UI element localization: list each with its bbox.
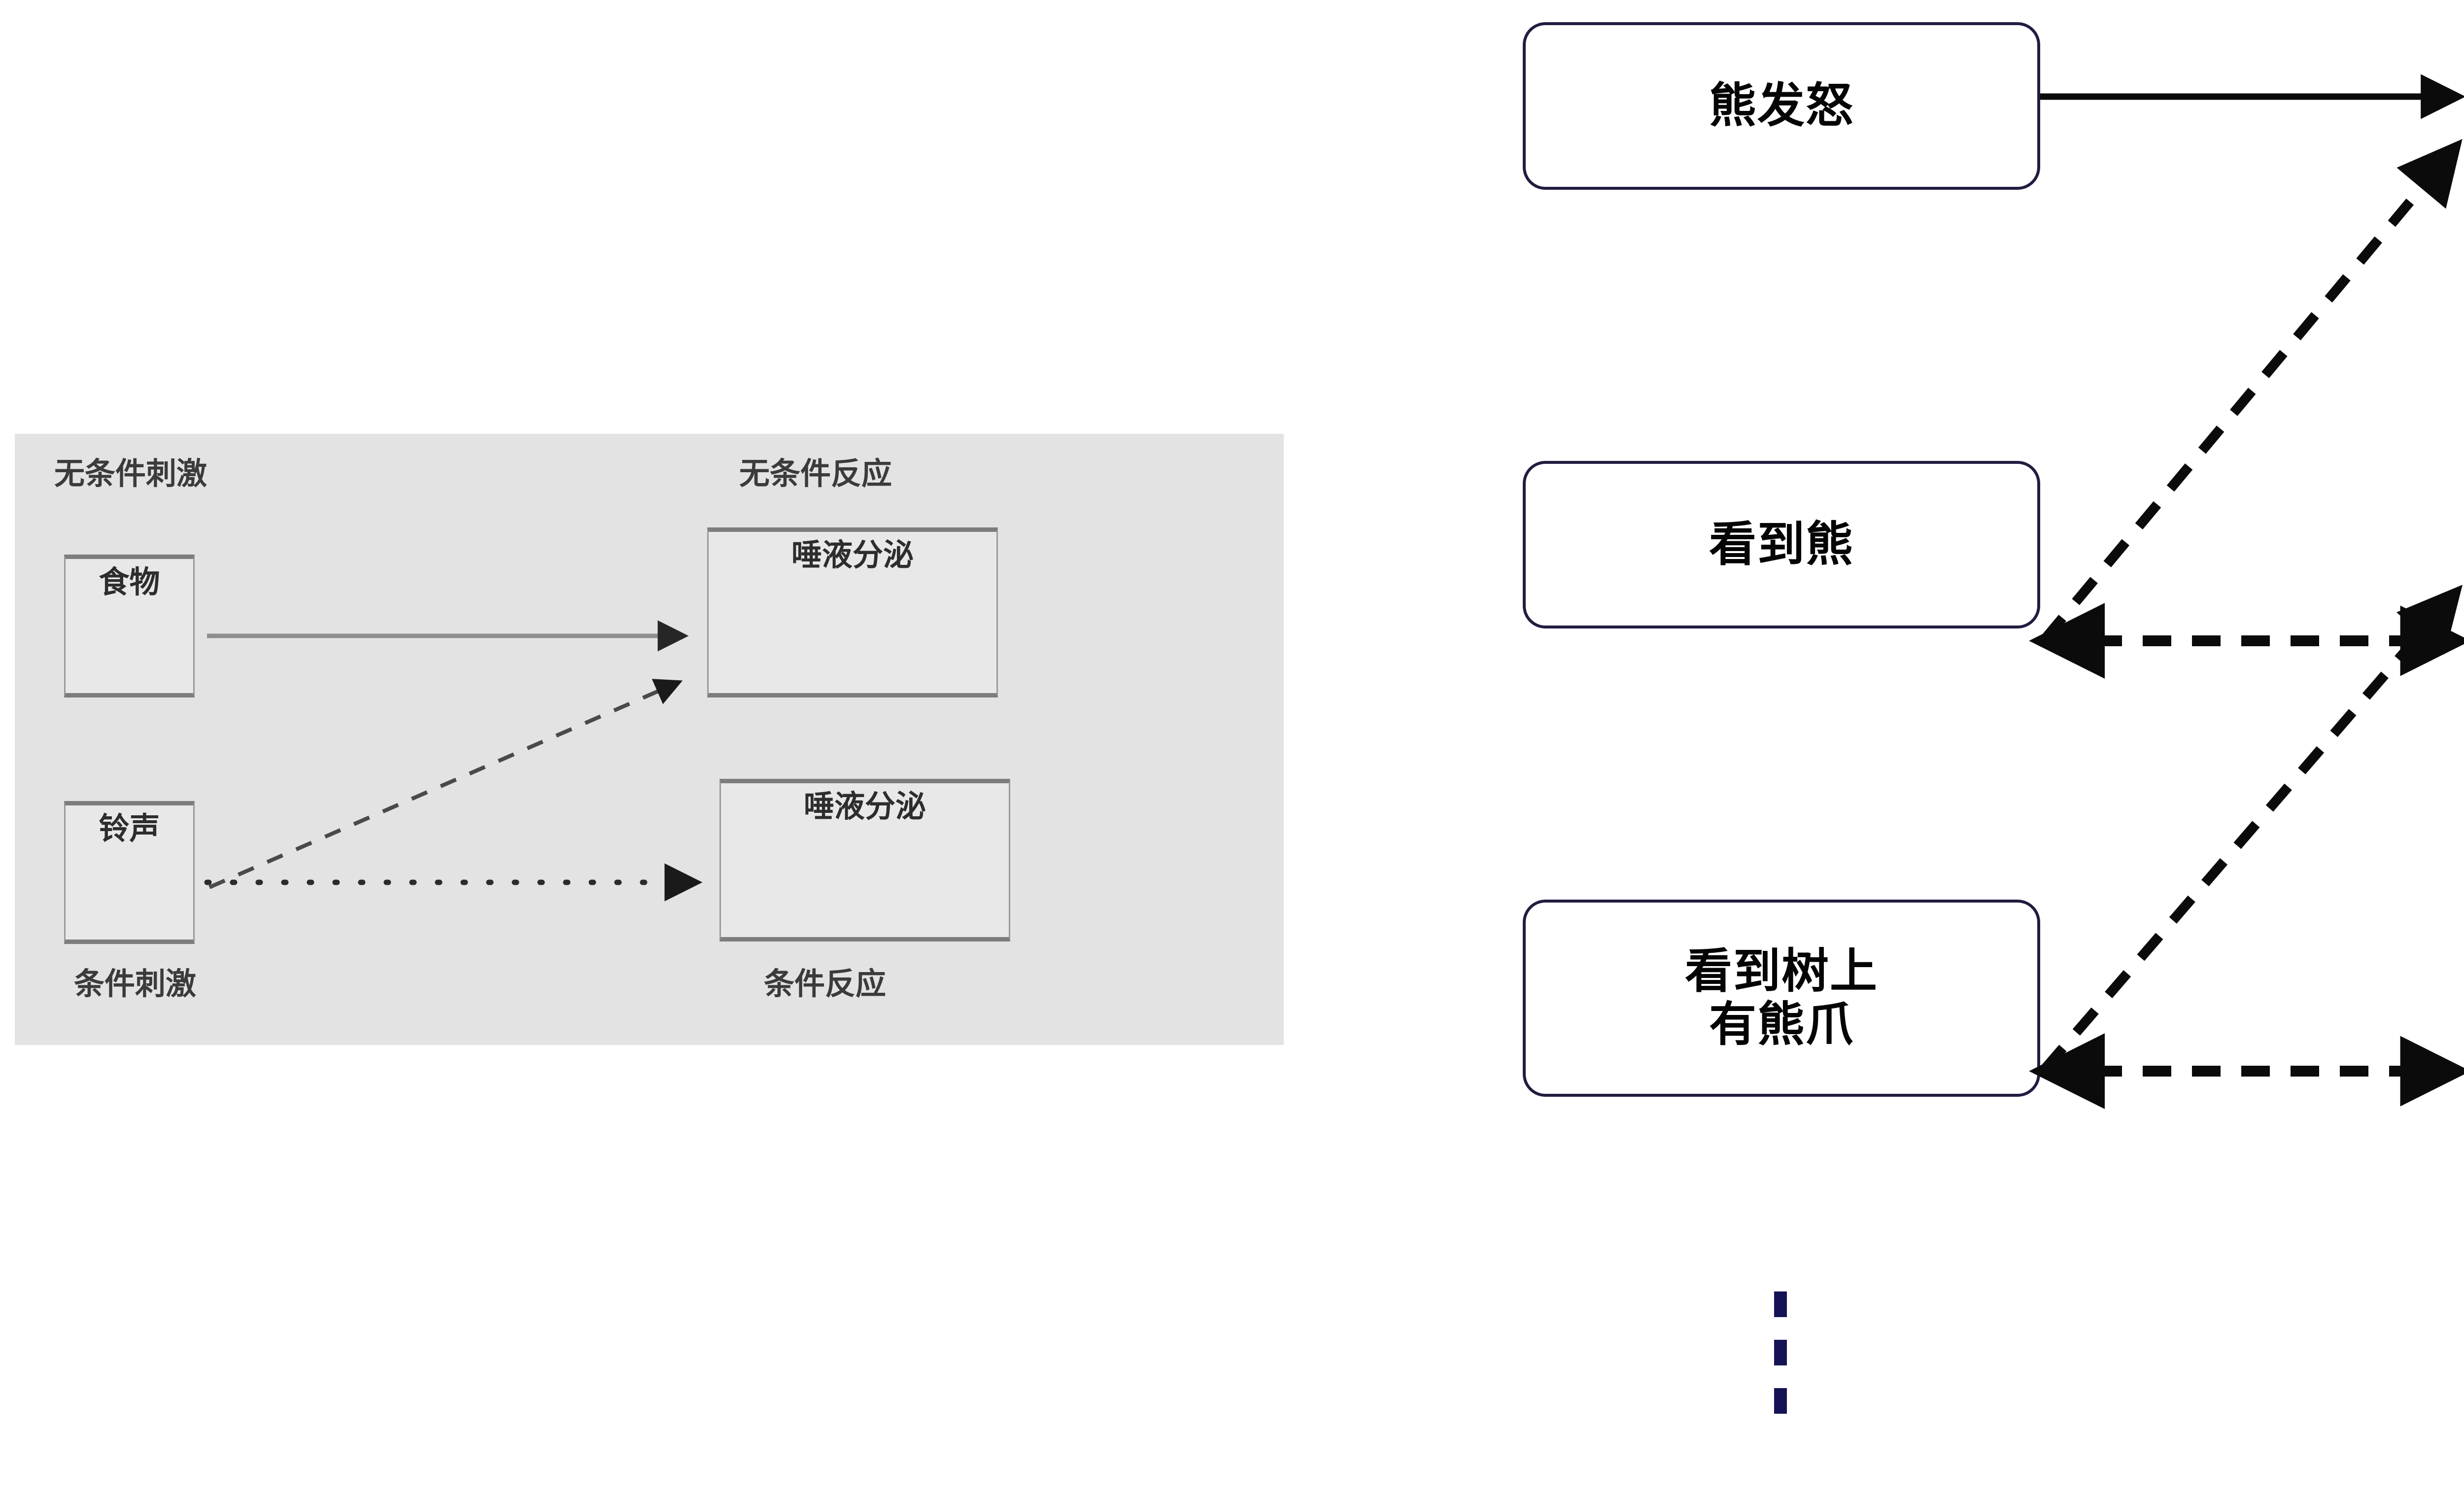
node-see-claw-line-2: 有熊爪 [1709, 997, 1854, 1052]
pavlov-box-salivation-unconditioned: 唾液分泌 [707, 527, 998, 697]
pavlov-label-unconditioned-stimulus: 无条件刺激 [54, 455, 207, 491]
node-see-bear[interactable]: 看到熊 [1523, 461, 2040, 628]
pavlov-label-unconditioned-response: 无条件反应 [739, 455, 892, 491]
pavlov-box-salivation-conditioned-label: 唾液分泌 [803, 788, 926, 824]
pavlov-box-bell: 铃声 [64, 801, 195, 944]
pavlov-box-bell-label: 铃声 [99, 810, 160, 846]
arrow-see-bear-to-reward [2040, 139, 2463, 643]
node-bear-angry[interactable]: 熊发怒 [1523, 22, 2040, 190]
pavlov-arrow-bell-to-salivation-unconditioned [208, 679, 683, 889]
pavlov-arrows [204, 620, 703, 902]
ellipsis-left-dot-2 [1774, 1340, 1787, 1365]
pavlov-box-salivation-unconditioned-label: 唾液分泌 [791, 537, 914, 573]
node-bear-angry-label: 熊发怒 [1709, 78, 1854, 134]
node-see-claw-line-1: 看到树上 [1685, 943, 1878, 999]
node-see-bear-label: 看到熊 [1709, 517, 1854, 572]
pavlov-label-conditioned-response: 条件反应 [764, 966, 887, 1002]
ellipsis-left-dot-3 [1774, 1388, 1787, 1414]
pavlov-conditioning-panel: 无条件刺激 无条件反应 条件刺激 条件反应 食物 唾液分泌 铃声 唾液分泌 [15, 434, 1284, 1045]
pavlov-box-food-label: 食物 [99, 564, 160, 600]
node-see-claw-label: 看到树上 有熊爪 [1685, 945, 1878, 1051]
arrow-see-claw-to-v-s-next [2040, 585, 2463, 1073]
ellipsis-left-dot-1 [1774, 1291, 1787, 1317]
node-see-claw[interactable]: 看到树上 有熊爪 [1523, 900, 2040, 1097]
pavlov-box-salivation-conditioned: 唾液分泌 [719, 779, 1010, 941]
pavlov-label-conditioned-stimulus: 条件刺激 [74, 966, 197, 1002]
pavlov-box-food: 食物 [64, 555, 195, 697]
ellipsis-left-column [1774, 1291, 1787, 1436]
